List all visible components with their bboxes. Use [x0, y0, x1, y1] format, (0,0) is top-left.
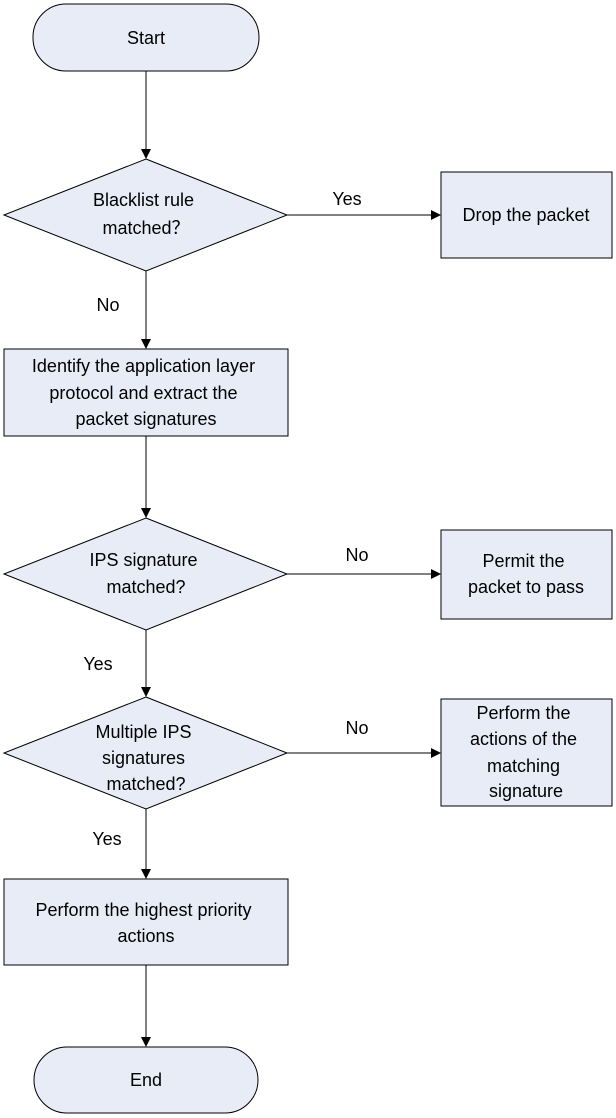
end-label: End — [130, 1070, 162, 1090]
process-permit-packet — [440, 529, 613, 620]
process-permit-packet-label: Permit the packet to pass — [468, 551, 584, 597]
process-perform-matching-actions — [440, 698, 613, 807]
decision-blacklist-label: Blacklist rule matched？ — [93, 190, 199, 238]
decision-ips-signature-label: IPS signature matched? — [89, 550, 202, 597]
edge-label-multiple-yes: Yes — [92, 829, 121, 849]
start-label: Start — [127, 28, 165, 48]
process-highest-priority — [3, 878, 289, 966]
process-identify-protocol-label: Identify the application layer protocol … — [32, 356, 260, 429]
edge-label-multiple-no: No — [345, 718, 368, 738]
end-terminator — [33, 1046, 259, 1114]
decision-ips-signature — [2, 517, 289, 631]
decision-multiple-signatures-label: Multiple IPS signatures matched? — [95, 722, 196, 794]
process-drop-packet — [440, 171, 613, 259]
process-perform-matching-actions-label: Perform the actions of the matching sign… — [470, 703, 582, 801]
process-highest-priority-label: Perform the highest priority actions — [35, 900, 256, 946]
edge-label-ips-yes: Yes — [83, 654, 112, 674]
decision-blacklist — [2, 158, 289, 272]
process-drop-packet-label: Drop the packet — [462, 205, 589, 225]
edge-label-blacklist-yes: Yes — [332, 189, 361, 209]
process-identify-protocol — [3, 348, 289, 437]
edge-label-ips-no: No — [345, 545, 368, 565]
edge-label-blacklist-no: No — [96, 295, 119, 315]
